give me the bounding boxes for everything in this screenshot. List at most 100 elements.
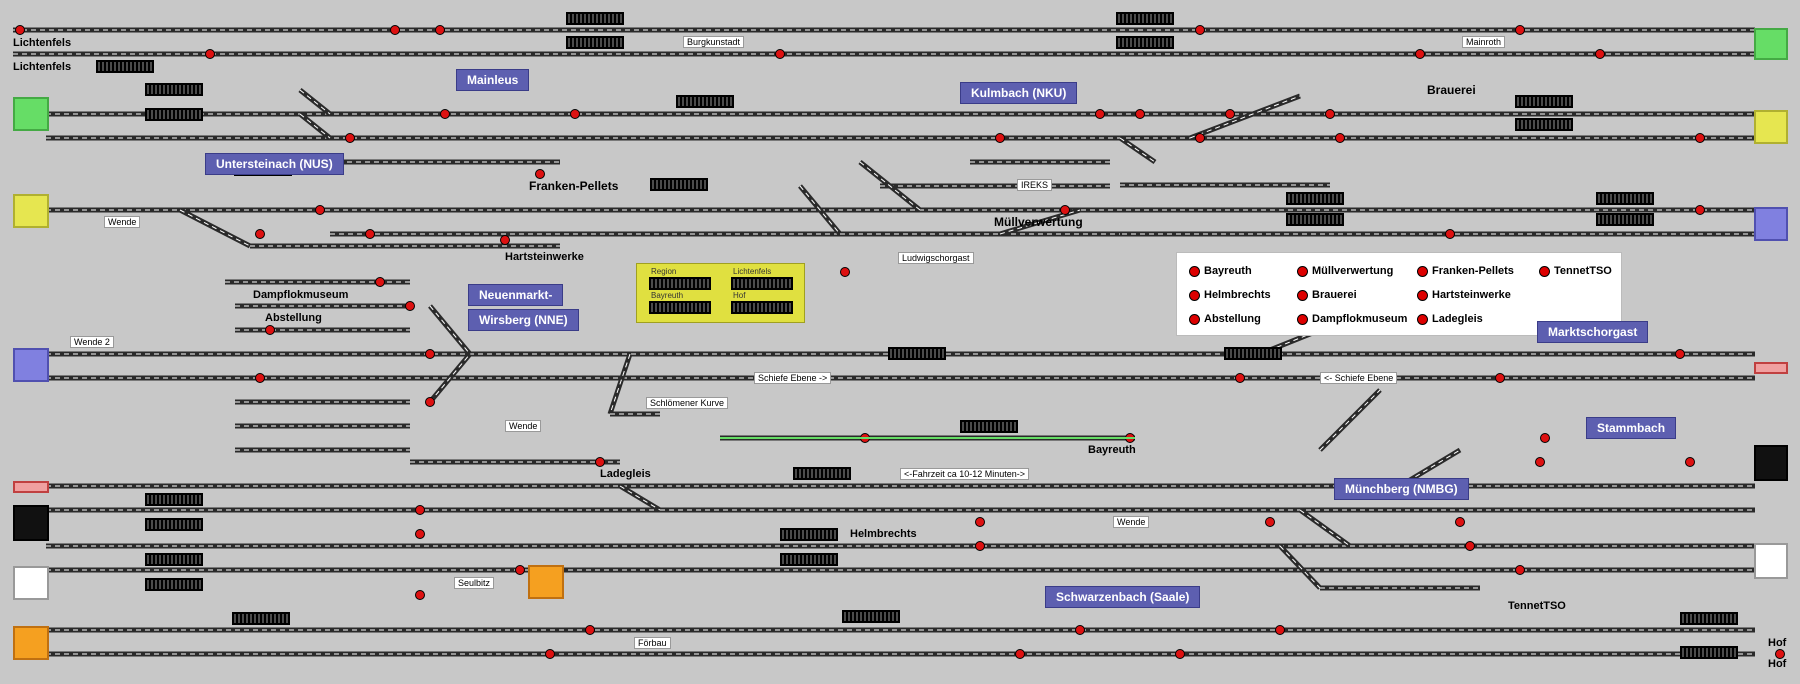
train-display[interactable] [566, 12, 624, 25]
train-display[interactable] [1116, 36, 1174, 49]
signal-icon[interactable] [1265, 517, 1275, 527]
panel-display-region[interactable] [649, 277, 711, 290]
signal-icon[interactable] [1515, 25, 1525, 35]
signal-icon[interactable] [255, 373, 265, 383]
train-display[interactable] [1596, 192, 1654, 205]
train-display[interactable] [566, 36, 624, 49]
signal-icon[interactable] [570, 109, 580, 119]
end-block-white-right[interactable] [1754, 543, 1788, 579]
signal-icon[interactable] [1275, 625, 1285, 635]
signal-icon[interactable] [265, 325, 275, 335]
signal-icon[interactable] [425, 397, 435, 407]
end-block-black-right[interactable] [1754, 445, 1788, 481]
signal-icon[interactable] [1415, 49, 1425, 59]
train-display[interactable] [1596, 213, 1654, 226]
region-tag-wirsberg[interactable]: Wirsberg (NNE) [468, 309, 579, 331]
signal-icon[interactable] [1195, 133, 1205, 143]
panel-display-bayreuth[interactable] [649, 301, 711, 314]
signal-icon[interactable] [1015, 649, 1025, 659]
train-display[interactable] [145, 553, 203, 566]
end-block-white-left[interactable] [13, 566, 49, 600]
signal-icon[interactable] [365, 229, 375, 239]
signal-icon[interactable] [255, 229, 265, 239]
signal-icon[interactable] [535, 169, 545, 179]
train-display[interactable] [888, 347, 946, 360]
signal-icon[interactable] [15, 25, 25, 35]
track-segment[interactable] [1318, 388, 1382, 452]
signal-icon[interactable] [1195, 25, 1205, 35]
signal-icon[interactable] [500, 235, 510, 245]
signal-icon[interactable] [775, 49, 785, 59]
signal-icon[interactable] [1335, 133, 1345, 143]
signal-icon[interactable] [1235, 373, 1245, 383]
signal-icon[interactable] [1695, 205, 1705, 215]
signal-icon[interactable] [415, 590, 425, 600]
train-display[interactable] [793, 467, 851, 480]
signal-icon[interactable] [1075, 625, 1085, 635]
signal-icon[interactable] [1175, 649, 1185, 659]
train-display[interactable] [1515, 95, 1573, 108]
train-display[interactable] [1680, 646, 1738, 659]
signal-icon[interactable] [405, 301, 415, 311]
signal-icon[interactable] [1060, 205, 1070, 215]
train-display[interactable] [676, 95, 734, 108]
train-display[interactable] [1515, 118, 1573, 131]
train-display[interactable] [780, 528, 838, 541]
signal-icon[interactable] [545, 649, 555, 659]
signal-icon[interactable] [840, 267, 850, 277]
train-display[interactable] [960, 420, 1018, 433]
signal-icon[interactable] [975, 541, 985, 551]
region-tag-mainleus[interactable]: Mainleus [456, 69, 530, 91]
end-block-red-right[interactable] [1754, 362, 1788, 374]
train-display[interactable] [1680, 612, 1738, 625]
signal-icon[interactable] [595, 457, 605, 467]
end-block-yellow-left[interactable] [13, 194, 49, 228]
panel-display-lichtenfels[interactable] [731, 277, 793, 290]
signal-icon[interactable] [1225, 109, 1235, 119]
train-display[interactable] [145, 108, 203, 121]
signal-icon[interactable] [315, 205, 325, 215]
end-block-orange-left[interactable] [13, 626, 49, 660]
train-display[interactable] [1224, 347, 1282, 360]
signal-icon[interactable] [975, 517, 985, 527]
signal-icon[interactable] [1095, 109, 1105, 119]
region-tag-stammbach[interactable]: Stammbach [1586, 417, 1677, 439]
train-display[interactable] [145, 83, 203, 96]
signal-icon[interactable] [515, 565, 525, 575]
signal-icon[interactable] [1535, 457, 1545, 467]
signal-icon[interactable] [1695, 133, 1705, 143]
signal-icon[interactable] [1465, 541, 1475, 551]
end-block-lichtenfels-green[interactable] [13, 97, 49, 131]
train-display[interactable] [842, 610, 900, 623]
end-block-black-left[interactable] [13, 505, 49, 541]
train-display[interactable] [232, 612, 290, 625]
region-tag-schwarzenbach[interactable]: Schwarzenbach (Saale) [1045, 586, 1201, 608]
train-display[interactable] [145, 493, 203, 506]
signal-icon[interactable] [390, 25, 400, 35]
signal-icon[interactable] [1455, 517, 1465, 527]
end-block-blue-left[interactable] [13, 348, 49, 382]
train-display[interactable] [96, 60, 154, 73]
region-tag-marktschorgast[interactable]: Marktschorgast [1537, 321, 1649, 343]
signal-icon[interactable] [1515, 565, 1525, 575]
signal-icon[interactable] [1495, 373, 1505, 383]
train-display[interactable] [780, 553, 838, 566]
signal-icon[interactable] [1445, 229, 1455, 239]
signal-icon[interactable] [585, 625, 595, 635]
region-tag-untersteinach[interactable]: Untersteinach (NUS) [205, 153, 344, 175]
signal-icon[interactable] [375, 277, 385, 287]
signal-icon[interactable] [1540, 433, 1550, 443]
end-block-yellow-right[interactable] [1754, 110, 1788, 144]
signal-icon[interactable] [440, 109, 450, 119]
signal-icon[interactable] [1595, 49, 1605, 59]
signal-icon[interactable] [205, 49, 215, 59]
signal-icon[interactable] [1775, 649, 1785, 659]
signal-icon[interactable] [995, 133, 1005, 143]
train-display[interactable] [1286, 213, 1344, 226]
signal-icon[interactable] [1675, 349, 1685, 359]
end-block-green-right[interactable] [1754, 28, 1788, 60]
signal-icon[interactable] [435, 25, 445, 35]
train-display[interactable] [145, 518, 203, 531]
end-block-blue-right[interactable] [1754, 207, 1788, 241]
signal-icon[interactable] [1685, 457, 1695, 467]
